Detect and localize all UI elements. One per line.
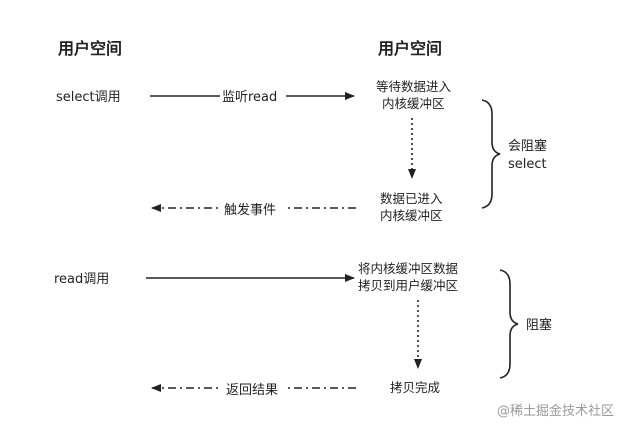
left-header: 用户空间	[58, 39, 122, 58]
select-listen-label-bg	[220, 86, 286, 106]
copy-text-line2: 拷贝到用户缓冲区	[358, 278, 458, 293]
trigger-event-label-bg	[220, 199, 286, 219]
select-block-brace	[481, 99, 501, 209]
read-block-brace	[499, 269, 519, 379]
select-block-line1: 会阻塞	[508, 138, 547, 154]
watermark: @稀土掘金技术社区	[497, 403, 614, 419]
select-listen-label: 监听read	[222, 90, 277, 105]
read-block-label: 阻塞	[526, 317, 552, 333]
trigger-event-label: 触发事件	[224, 202, 276, 218]
ready-text-line1: 数据已进入	[380, 191, 443, 206]
copy-done-label: 拷贝完成	[390, 380, 440, 395]
ready-text-line2: 内核缓冲区	[380, 208, 443, 223]
copy-text-line1: 将内核缓冲区数据	[358, 261, 458, 276]
return-result-label: 返回结果	[226, 383, 278, 398]
return-result-label-bg	[222, 379, 288, 399]
right-header: 用户空间	[378, 39, 442, 58]
wait-text-line1: 等待数据进入	[376, 79, 452, 94]
select-block-line2: select	[508, 157, 547, 172]
read-call-label: read调用	[54, 272, 109, 287]
select-call-label: select调用	[56, 90, 121, 105]
wait-text-line2: 内核缓冲区	[382, 96, 445, 111]
